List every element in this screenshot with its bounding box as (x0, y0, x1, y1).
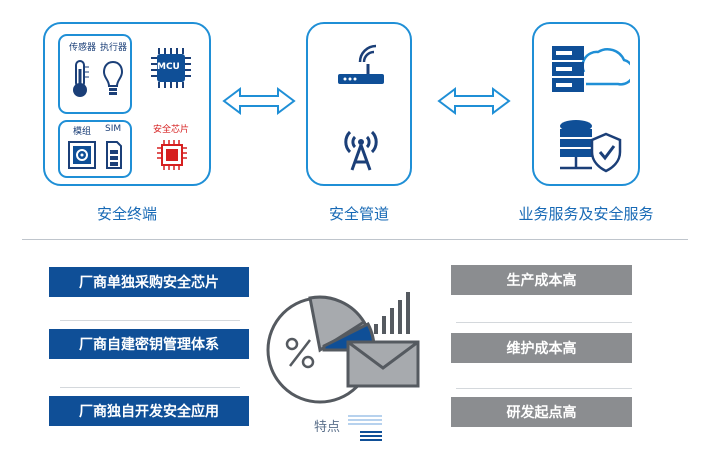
sim-label: SIM (105, 124, 122, 134)
service-caption: 业务服务及安全服务 (518, 205, 654, 223)
left-separator-1 (60, 320, 240, 321)
terminal-panel: 传感器 执行器 MCU 模组 SIM (43, 22, 211, 186)
mcu-chip-icon (151, 48, 191, 88)
right-separator-1 (456, 322, 632, 323)
server-cloud-icon (552, 46, 630, 92)
channel-caption: 安全管道 (328, 205, 389, 223)
sim-card-icon (106, 141, 122, 169)
right-feature-1: 生产成本高 (451, 265, 632, 295)
thermometer-icon (73, 60, 89, 97)
right-feature-3: 研发起点高 (451, 397, 632, 427)
service-panel (532, 22, 640, 186)
analytics-illustration-icon (266, 292, 420, 404)
sensor-actuator-frame (58, 34, 132, 114)
database-shield-icon (560, 120, 622, 173)
left-feature-1: 厂商单独采购安全芯片 (49, 267, 249, 297)
features-label: 特点 (314, 420, 341, 435)
lightbulb-icon (102, 60, 124, 95)
terminal-caption: 安全终端 (96, 205, 157, 223)
left-feature-3: 厂商独自开发安全应用 (49, 396, 249, 426)
module-icon (68, 141, 96, 169)
right-separator-2 (456, 388, 632, 389)
right-feature-2: 维护成本高 (451, 333, 632, 363)
security-chip-icon (157, 140, 187, 170)
list-lines-icon (348, 415, 382, 441)
router-icon (338, 44, 384, 84)
module-label: 模组 (73, 127, 92, 137)
security-chip-label: 安全芯片 (153, 125, 190, 135)
actuator-label: 执行器 (100, 43, 128, 53)
left-feature-2: 厂商自建密钥管理体系 (49, 329, 249, 359)
mcu-label: MCU (157, 62, 180, 72)
signal-tower-icon (344, 130, 378, 171)
double-arrow-icon (437, 87, 511, 115)
module-sim-frame (58, 120, 132, 178)
channel-panel (306, 22, 412, 186)
left-separator-2 (60, 387, 240, 388)
double-arrow-icon (222, 87, 296, 115)
sensor-label: 传感器 (69, 43, 97, 53)
section-divider (22, 239, 688, 240)
